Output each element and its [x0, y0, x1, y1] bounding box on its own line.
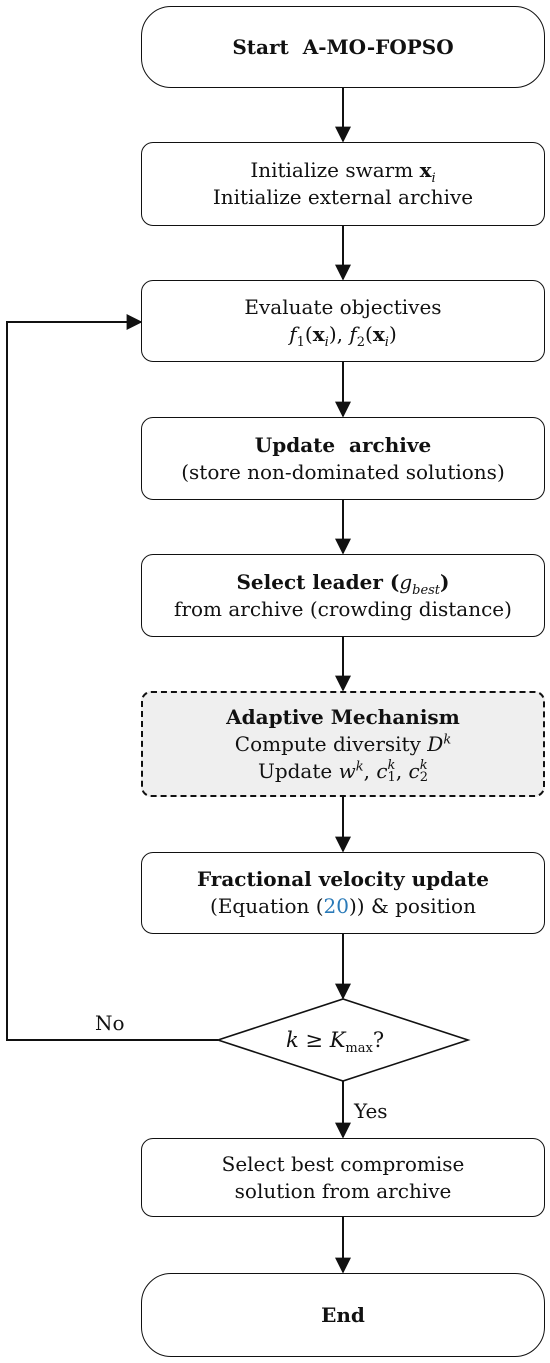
update-archive-line2: (store non-dominated solutions)	[181, 459, 505, 484]
yes-label: Yes	[354, 1099, 388, 1123]
update-archive-title: Update archive	[254, 432, 432, 457]
loop-back-no-arrow	[6, 314, 218, 1041]
velocity-line2: (Equation (20)) & position	[210, 894, 476, 918]
evaluate-line1: Evaluate objectives	[244, 295, 442, 319]
select-best-box: Select best compromise solution from arc…	[141, 1138, 545, 1217]
init-line2: Initialize external archive	[212, 185, 474, 209]
end-terminal: End	[141, 1273, 545, 1357]
evaluate-formula: f1(xi), f2(xi)	[289, 322, 397, 350]
select-best-line2: solution from archive	[234, 1178, 452, 1203]
velocity-update-box: Fractional velocity update (Equation (20…	[141, 852, 545, 934]
update-archive-box: Update archive (store non-dominated solu…	[141, 417, 545, 500]
select-leader-line2: from archive (crowding distance)	[174, 596, 512, 621]
select-best-line1: Select best compromise	[221, 1151, 465, 1176]
end-label: End	[321, 1302, 365, 1327]
equation-link[interactable]: 20	[323, 894, 349, 918]
adaptive-line2: Compute diversity Dk	[234, 731, 452, 756]
decision-condition: k ≥ Kmax?	[286, 1028, 385, 1057]
start-label: Start A-MO-FOPSO	[232, 34, 454, 59]
decision-diamond	[215, 998, 471, 1082]
adaptive-mechanism-box: Adaptive Mechanism Compute diversity Dk …	[141, 691, 545, 797]
start-terminal: Start A-MO-FOPSO	[141, 6, 545, 88]
velocity-title: Fractional velocity update	[196, 867, 490, 891]
evaluate-box: Evaluate objectives f1(xi), f2(xi)	[141, 280, 545, 362]
adaptive-title: Adaptive Mechanism	[226, 704, 460, 729]
init-line1: Initialize swarm xi	[250, 158, 436, 186]
select-leader-box: Select leader (gbest) from archive (crow…	[141, 554, 545, 637]
select-leader-title: Select leader (gbest)	[236, 569, 450, 598]
init-box: Initialize swarm xi Initialize external …	[141, 142, 545, 226]
no-label: No	[95, 1011, 125, 1035]
